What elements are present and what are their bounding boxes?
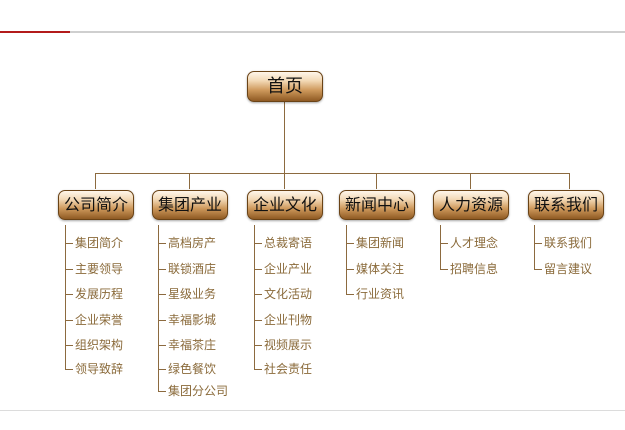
sub-link[interactable]: 联系我们 [544, 236, 593, 250]
sub-tick [158, 369, 166, 370]
sub-link[interactable]: 视频展示 [264, 338, 313, 352]
cat-drop-1 [95, 173, 96, 189]
sub-tick [346, 294, 354, 295]
sub-tick [158, 269, 166, 270]
category-company-profile-button[interactable]: 公司简介 [58, 190, 134, 220]
cat-drop-6 [569, 173, 570, 189]
sub-tick [158, 345, 166, 346]
sub-tick [346, 269, 354, 270]
category-group-industry-button[interactable]: 集团产业 [152, 190, 228, 220]
category-contact-us-button[interactable]: 联系我们 [528, 190, 604, 220]
cat-drop-2 [189, 173, 190, 189]
sub-tick [254, 369, 262, 370]
sub-link[interactable]: 文化活动 [264, 287, 313, 301]
cat-drop-3 [284, 173, 285, 189]
sub-link[interactable]: 幸福影城 [168, 313, 217, 327]
header-divider [0, 31, 625, 33]
sub-link[interactable]: 社会责任 [264, 362, 313, 376]
sub-link[interactable]: 星级业务 [168, 287, 217, 301]
sub-tick [65, 294, 73, 295]
sub-link[interactable]: 组织架构 [75, 338, 124, 352]
sub-link[interactable]: 发展历程 [75, 287, 124, 301]
category-bus [95, 173, 569, 174]
sub-tick [158, 391, 166, 392]
sub-stem-6 [534, 225, 535, 270]
home-stem [284, 100, 285, 173]
sub-link[interactable]: 集团分公司 [168, 384, 229, 398]
sub-tick [65, 243, 73, 244]
sub-link[interactable]: 绿色餐饮 [168, 362, 217, 376]
sub-link[interactable]: 总裁寄语 [264, 236, 313, 250]
sub-link[interactable]: 招聘信息 [450, 262, 499, 276]
cat-drop-5 [470, 173, 471, 189]
sub-tick [158, 294, 166, 295]
sub-tick [65, 269, 73, 270]
sub-link[interactable]: 集团新闻 [356, 236, 405, 250]
category-news-center-button[interactable]: 新闻中心 [339, 190, 415, 220]
header-accent-bar [0, 31, 70, 33]
sub-stem-2 [158, 225, 159, 392]
sub-tick [346, 243, 354, 244]
category-human-resources-button[interactable]: 人力资源 [433, 190, 509, 220]
sub-link[interactable]: 幸福茶庄 [168, 338, 217, 352]
sub-link[interactable]: 行业资讯 [356, 287, 405, 301]
sub-link[interactable]: 主要领导 [75, 262, 124, 276]
sub-tick [65, 320, 73, 321]
sub-link[interactable]: 领导致辞 [75, 362, 124, 376]
sub-link[interactable]: 留言建议 [544, 262, 593, 276]
cat-drop-4 [376, 173, 377, 189]
sub-link[interactable]: 媒体关注 [356, 262, 405, 276]
sub-stem-3 [254, 225, 255, 370]
sub-tick [534, 269, 542, 270]
sub-tick [158, 320, 166, 321]
category-corporate-culture-button[interactable]: 企业文化 [247, 190, 323, 220]
sub-link[interactable]: 联锁酒店 [168, 262, 217, 276]
sub-stem-4 [346, 225, 347, 295]
sub-stem-1 [65, 225, 66, 370]
sub-tick [254, 320, 262, 321]
sub-link[interactable]: 人才理念 [450, 236, 499, 250]
sub-tick [254, 294, 262, 295]
sub-tick [440, 243, 448, 244]
sub-link[interactable]: 集团简介 [75, 236, 124, 250]
sub-link[interactable]: 高档房产 [168, 236, 217, 250]
sub-link[interactable]: 企业产业 [264, 262, 313, 276]
sub-tick [254, 345, 262, 346]
sub-stem-5 [440, 225, 441, 270]
sub-tick [534, 243, 542, 244]
sub-tick [158, 243, 166, 244]
sub-tick [65, 369, 73, 370]
sub-tick [440, 269, 448, 270]
sub-tick [254, 243, 262, 244]
sub-link[interactable]: 企业刊物 [264, 313, 313, 327]
sub-tick [254, 269, 262, 270]
sub-tick [65, 345, 73, 346]
footer-divider [0, 410, 625, 411]
sub-link[interactable]: 企业荣誉 [75, 313, 124, 327]
home-button[interactable]: 首页 [247, 71, 323, 102]
